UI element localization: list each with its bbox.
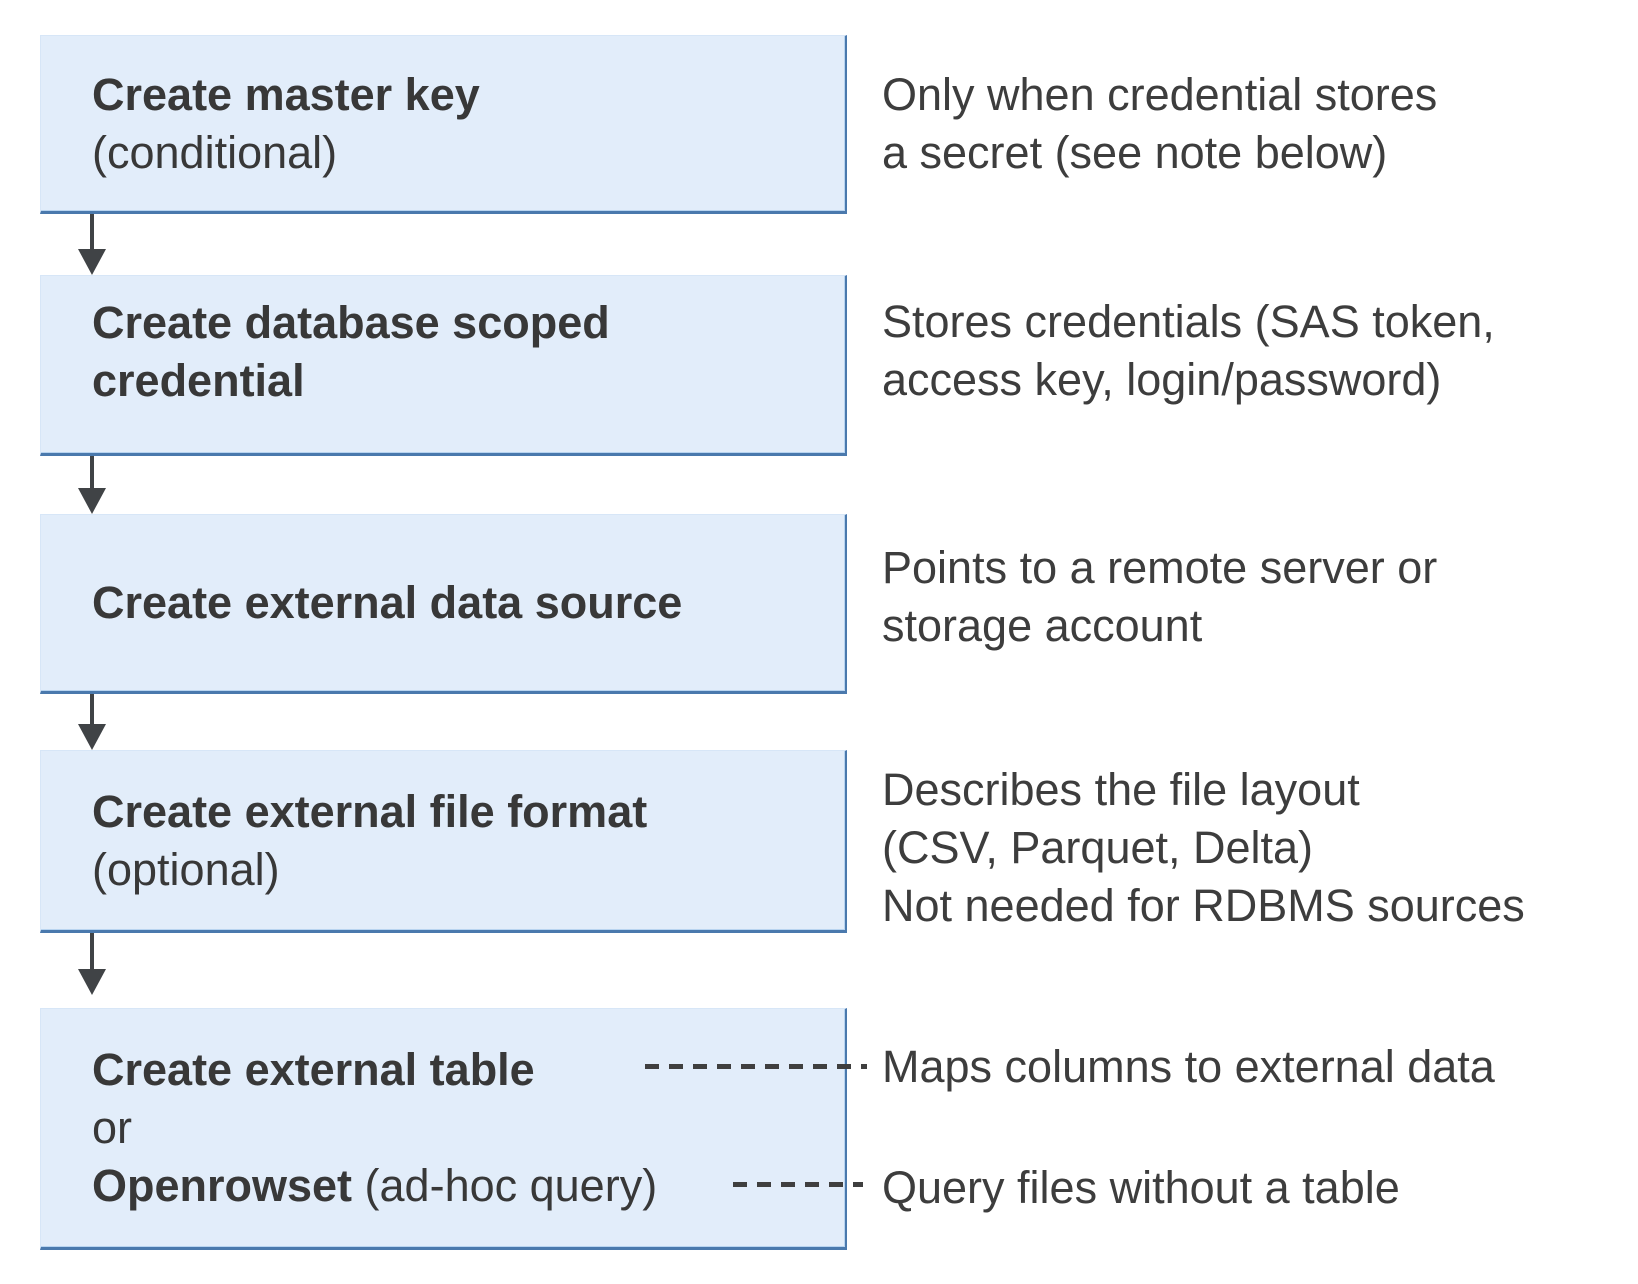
note-openrowset: Query files without a table	[882, 1159, 1400, 1217]
note-master-key: Only when credential stores a secret (se…	[882, 66, 1437, 182]
note-line: Not needed for RDBMS sources	[882, 880, 1525, 931]
note-line: (CSV, Parquet, Delta)	[882, 822, 1314, 873]
arrow-head	[78, 249, 106, 275]
box-subtitle-optional: (optional)	[92, 843, 280, 895]
note-line: access key, login/password)	[882, 354, 1442, 405]
arrow-shaft	[90, 214, 94, 254]
note-external-file-format: Describes the file layout (CSV, Parquet,…	[882, 761, 1525, 935]
box-title-create-external-table: Create external table	[92, 1044, 535, 1095]
note-line: Only when credential stores	[882, 69, 1438, 120]
box-text-or: or	[92, 1102, 133, 1153]
flow-arrow-down-4	[78, 933, 106, 995]
note-line: Query files without a table	[882, 1162, 1400, 1213]
box-title-openrowset-line: Openrowset (ad-hoc query)	[92, 1157, 845, 1215]
arrow-shaft	[90, 694, 94, 729]
note-external-table: Maps columns to external data	[882, 1038, 1495, 1096]
note-external-data-source: Points to a remote server or storage acc…	[882, 539, 1437, 655]
flow-box-create-master-key: Create master key (conditional)	[40, 35, 847, 214]
note-database-scoped-credential: Stores credentials (SAS token, access ke…	[882, 293, 1495, 409]
flow-box-create-external-file-format: Create external file format (optional)	[40, 750, 847, 933]
note-line: a secret (see note below)	[882, 127, 1388, 178]
box-title-create-external-file-format: Create external file format	[92, 785, 648, 837]
flow-arrow-down-2	[78, 456, 106, 514]
note-line: Describes the file layout	[882, 764, 1360, 815]
note-line: storage account	[882, 600, 1203, 651]
flow-arrow-down-1	[78, 214, 106, 275]
box-title-create-external-data-source: Create external data source	[92, 577, 683, 628]
box-title-openrowset: Openrowset	[92, 1160, 353, 1211]
box-title-credential: credential	[92, 354, 305, 406]
note-line: Points to a remote server or	[882, 542, 1438, 593]
box-title-create-database-scoped: Create database scoped	[92, 296, 610, 348]
box-title-create-master-key: Create master key	[92, 68, 480, 120]
arrow-head	[78, 969, 106, 995]
dashed-connector-openrowset	[733, 1182, 863, 1187]
flow-box-create-external-data-source: Create external data source	[40, 514, 847, 694]
box-subtitle-conditional: (conditional)	[92, 126, 338, 178]
flow-arrow-down-3	[78, 694, 106, 750]
note-line: Stores credentials (SAS token,	[882, 296, 1495, 347]
arrow-head	[78, 724, 106, 750]
arrow-shaft	[90, 456, 94, 493]
box-text-adhoc-query: (ad-hoc query)	[352, 1160, 658, 1211]
dashed-connector-external-table	[645, 1064, 867, 1069]
flow-box-create-database-scoped-credential: Create database scoped credential	[40, 275, 847, 456]
arrow-head	[78, 488, 106, 514]
note-line: Maps columns to external data	[882, 1041, 1495, 1092]
flow-box-create-external-table-or-openrowset: Create external table or Openrowset (ad-…	[40, 1008, 847, 1250]
arrow-shaft	[90, 933, 94, 974]
